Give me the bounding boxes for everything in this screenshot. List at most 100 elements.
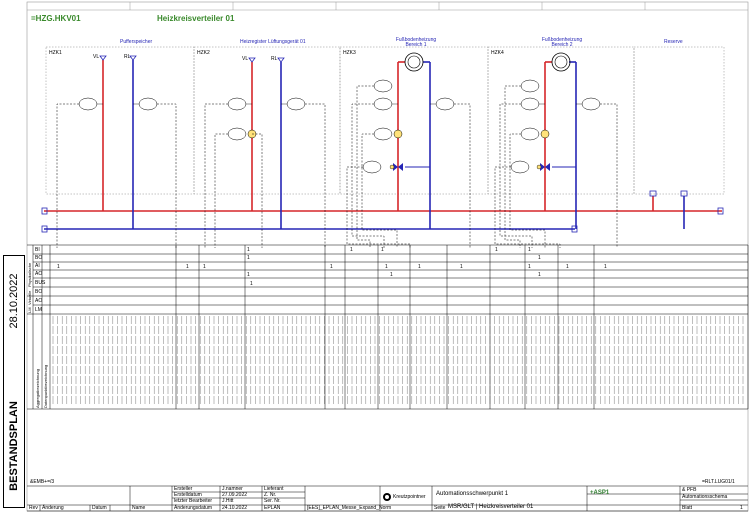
page-path: MSR/GLT | Heizkreisverteiler 01 <box>448 504 534 510</box>
section-title-hzk1: Pufferspeicher <box>120 39 153 45</box>
io-mark: 1 <box>390 272 393 278</box>
serial-number: Ser. Nr. <box>264 498 281 504</box>
rl-label-hzk1: RL <box>124 54 131 60</box>
io-mark: 1 <box>203 264 206 270</box>
io-mark: 1 <box>538 255 541 261</box>
section-id-hzk3: HZK3 <box>343 50 356 56</box>
io-group-lm: LM <box>27 307 32 313</box>
stamp-date: 28.10.2022 <box>8 273 20 329</box>
io-mark: 1 <box>538 272 541 278</box>
io-mark: 1 <box>381 247 384 253</box>
supply-header-cap-left <box>41 207 48 215</box>
io-mark: 1 <box>528 247 531 253</box>
io-row-bo2: BO <box>35 289 43 295</box>
mixing-valves <box>389 163 550 171</box>
io-mark: 1 <box>528 264 531 270</box>
col-rev: Rev <box>29 505 38 511</box>
section-box-reserve <box>633 46 725 195</box>
supplier-label: Lieferant <box>264 486 284 492</box>
section-box-hzk1 <box>45 46 195 195</box>
file-name: [EES]_EPLAN_Messe_Expand_Norm <box>307 505 392 511</box>
io-mark: 1 <box>460 264 463 270</box>
asp-code: +ASP1 <box>590 490 610 496</box>
io-row-lm: LM <box>35 307 42 313</box>
vl-label-hzk1: VL <box>93 54 100 60</box>
row-caption-aggregate: Aggregatbezeichnung <box>35 369 40 408</box>
section-id-hzk2: HZK2 <box>197 50 210 56</box>
pipe-connectors <box>99 55 285 63</box>
change-date-label: Änderungsdatum <box>174 505 213 511</box>
hzk4-consumer <box>551 52 571 72</box>
status-stamp: BESTANDSPLAN 28.10.2022 <box>3 255 25 508</box>
datapoint-ticks <box>52 316 744 404</box>
company-logo <box>383 493 391 501</box>
io-mark: 1 <box>247 247 250 253</box>
rl-label-hzk2: RL <box>271 56 278 62</box>
io-mark: 1 <box>418 264 421 270</box>
project-name: Automationsschwerpunkt 1 <box>436 491 509 497</box>
io-row-bo: BO <box>35 255 43 261</box>
sheet-frame <box>26 1 749 512</box>
io-mark: 1 <box>350 247 353 253</box>
io-mark: 1 <box>330 264 333 270</box>
io-mark: 1 <box>566 264 569 270</box>
company-name: Kreutzpointner <box>393 494 426 500</box>
ref-left: &EMB+=/3 <box>30 479 55 485</box>
editor-value: J.Hitt <box>222 498 234 504</box>
rhs-line1: & PFB <box>682 487 697 493</box>
col-change: Änderung <box>42 505 64 511</box>
signal-lines <box>56 85 618 248</box>
creator-value: J.namner <box>222 486 243 492</box>
section-title-hzk2: Heizregister Lüftungsgerät 01 <box>240 39 306 45</box>
section-box-hzk4 <box>487 46 635 195</box>
io-mark: 1 <box>57 264 60 270</box>
drawing-number: Z. Nr. <box>264 492 277 498</box>
ref-right: =RLT.LUG01/1 <box>702 479 735 485</box>
return-header-cap-left <box>41 225 48 233</box>
row-caption-datapoint: Datenpunktbezeichnung <box>43 364 48 408</box>
io-mark: 1 <box>385 264 388 270</box>
hzk3-pump <box>393 129 403 139</box>
sensors <box>78 79 601 174</box>
io-group-virtual: Virtuelle <box>27 290 32 305</box>
io-group-physical: Physikalische <box>27 262 32 287</box>
eplan-label: EPLAN <box>264 505 281 511</box>
section-title-hzk3: Fußbodenheizung Bereich 1 <box>395 37 437 48</box>
col-date: Datum <box>92 505 107 511</box>
io-row-ao: AO <box>35 271 43 277</box>
top-ruler <box>129 2 646 10</box>
stamp-text: BESTANDSPLAN <box>8 401 20 491</box>
section-id-hzk1: HZK1 <box>49 50 62 56</box>
page-label: Seite <box>434 505 446 511</box>
created-date-value: 27.09.2022 <box>222 492 248 498</box>
io-row-bus: BUS <box>35 280 46 286</box>
supply-header-cap-right <box>717 207 724 215</box>
plant-title: Heizkreisverteiler 01 <box>157 14 235 23</box>
io-mark: 1 <box>495 247 498 253</box>
sheet-label: Blatt <box>682 505 693 511</box>
return-header-cap-right <box>571 225 578 233</box>
io-mark: 1 <box>186 264 189 270</box>
rhs-line2: Automationsschema <box>682 494 728 500</box>
titleblock-grid <box>27 485 748 512</box>
pumps <box>247 129 550 139</box>
hzk3-consumer <box>404 52 424 72</box>
sheet-value: 1 <box>740 505 743 511</box>
section-title-hzk4: Fußbodenheizung Bereich 2 <box>541 37 583 48</box>
change-date-value: 24.10.2022 <box>222 505 248 511</box>
vl-label-hzk2: VL <box>242 56 249 62</box>
io-mark: 1 <box>247 272 250 278</box>
hzk4-pump <box>540 129 550 139</box>
section-box-hzk3 <box>339 46 489 195</box>
creator-label: Ersteller <box>174 486 193 492</box>
created-date-label: Erstelldatum <box>174 492 202 498</box>
io-mark: 1 <box>604 264 607 270</box>
section-title-reserve: Reserve <box>664 39 683 45</box>
section-box-hzk2 <box>193 46 341 195</box>
io-row-bi: BI <box>35 247 40 253</box>
section-boxes <box>45 46 725 195</box>
io-table-grid <box>27 244 748 410</box>
io-column-dividers <box>175 245 749 409</box>
